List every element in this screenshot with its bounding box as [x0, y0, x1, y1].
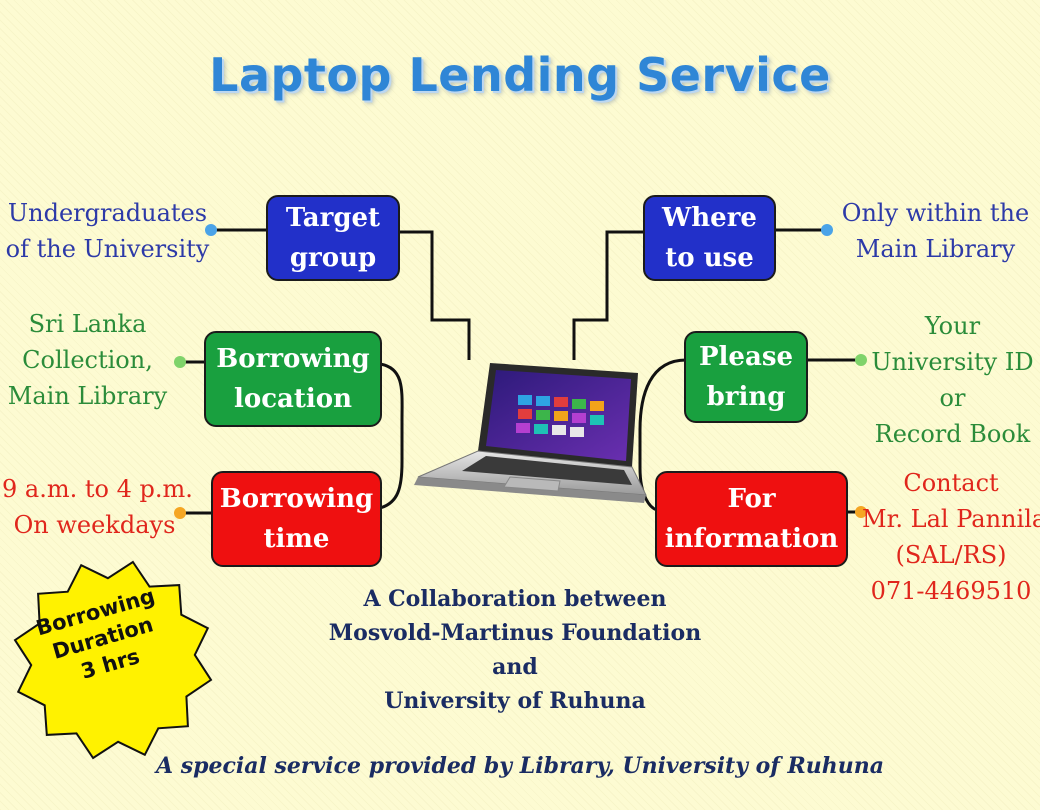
- target-group-box: Target group: [266, 195, 400, 281]
- detail-line: Sri Lanka: [28, 310, 147, 338]
- bullet-dot-info: [855, 506, 867, 518]
- collaboration-line: and: [492, 654, 538, 680]
- where-to-use-detail: Only within the Main Library: [838, 195, 1033, 267]
- detail-line: University ID: [871, 348, 1034, 376]
- target-group-detail: Undergraduates of the University: [5, 195, 210, 267]
- detail-line: Only within the: [841, 199, 1030, 227]
- bullet-dot-where: [821, 224, 833, 236]
- bullet-dot-location: [174, 356, 186, 368]
- box-label-line: Target: [285, 203, 381, 233]
- detail-line: Mr. Lal Pannila: [862, 505, 1040, 533]
- box-label-line: time: [263, 524, 330, 554]
- connector-target-group: [398, 230, 471, 360]
- box-label-line: Borrowing: [216, 344, 370, 374]
- laptop-icon: [414, 363, 647, 503]
- page-title: Laptop Lending Service: [209, 48, 831, 102]
- connector-where-to-use: [572, 230, 645, 360]
- box-label-line: Borrowing: [219, 484, 374, 514]
- collaboration-line: Mosvold-Martinus Foundation: [328, 620, 702, 646]
- borrowing-location-box: Borrowing location: [204, 331, 382, 427]
- collaboration-text: A Collaboration between Mosvold-Martinus…: [320, 582, 710, 718]
- for-information-box: For information: [655, 471, 848, 567]
- detail-line: or: [939, 384, 966, 412]
- detail-line: of the University: [5, 235, 210, 263]
- box-label-line: information: [664, 524, 839, 554]
- footer-text: A special service provided by Library, U…: [156, 753, 884, 779]
- starburst-badge: [13, 560, 213, 760]
- detail-line: Contact: [903, 469, 999, 497]
- box-label-line: location: [233, 384, 353, 414]
- collaboration-line: A Collaboration between: [363, 586, 667, 612]
- connector-right-bracket: [638, 358, 687, 512]
- borrowing-time-detail: 9 a.m. to 4 p.m. On weekdays: [2, 471, 193, 543]
- box-label-line: For: [727, 484, 776, 514]
- box-label-line: to use: [665, 243, 754, 273]
- borrowing-time-box: Borrowing time: [211, 471, 382, 567]
- box-label-line: Where: [662, 203, 757, 233]
- detail-line: Main Library: [7, 382, 168, 410]
- detail-line: Undergraduates: [7, 199, 208, 227]
- where-to-use-box: Where to use: [643, 195, 776, 281]
- borrowing-location-detail: Sri Lanka Collection, Main Library: [5, 306, 170, 414]
- detail-line: Main Library: [855, 235, 1016, 263]
- for-information-detail: Contact Mr. Lal Pannila (SAL/RS) 071-446…: [862, 465, 1040, 609]
- connector-left-bracket: [379, 362, 404, 510]
- detail-line: Record Book: [874, 420, 1031, 448]
- box-label-line: Please: [699, 342, 793, 372]
- collaboration-line: University of Ruhuna: [384, 688, 646, 714]
- detail-line: Collection,: [22, 346, 153, 374]
- box-label-line: bring: [706, 382, 786, 412]
- bullet-dot-target: [205, 224, 217, 236]
- detail-line: (SAL/RS): [895, 541, 1007, 569]
- box-label-line: group: [289, 243, 377, 273]
- bullet-dot-bring: [855, 354, 867, 366]
- detail-line: On weekdays: [13, 511, 176, 539]
- detail-line: 071-4469510: [870, 577, 1032, 605]
- please-bring-detail: Your University ID or Record Book: [870, 308, 1035, 452]
- bullet-dot-time: [174, 507, 186, 519]
- detail-line: 9 a.m. to 4 p.m.: [2, 475, 193, 503]
- detail-line: Your: [924, 312, 981, 340]
- please-bring-box: Please bring: [684, 331, 808, 423]
